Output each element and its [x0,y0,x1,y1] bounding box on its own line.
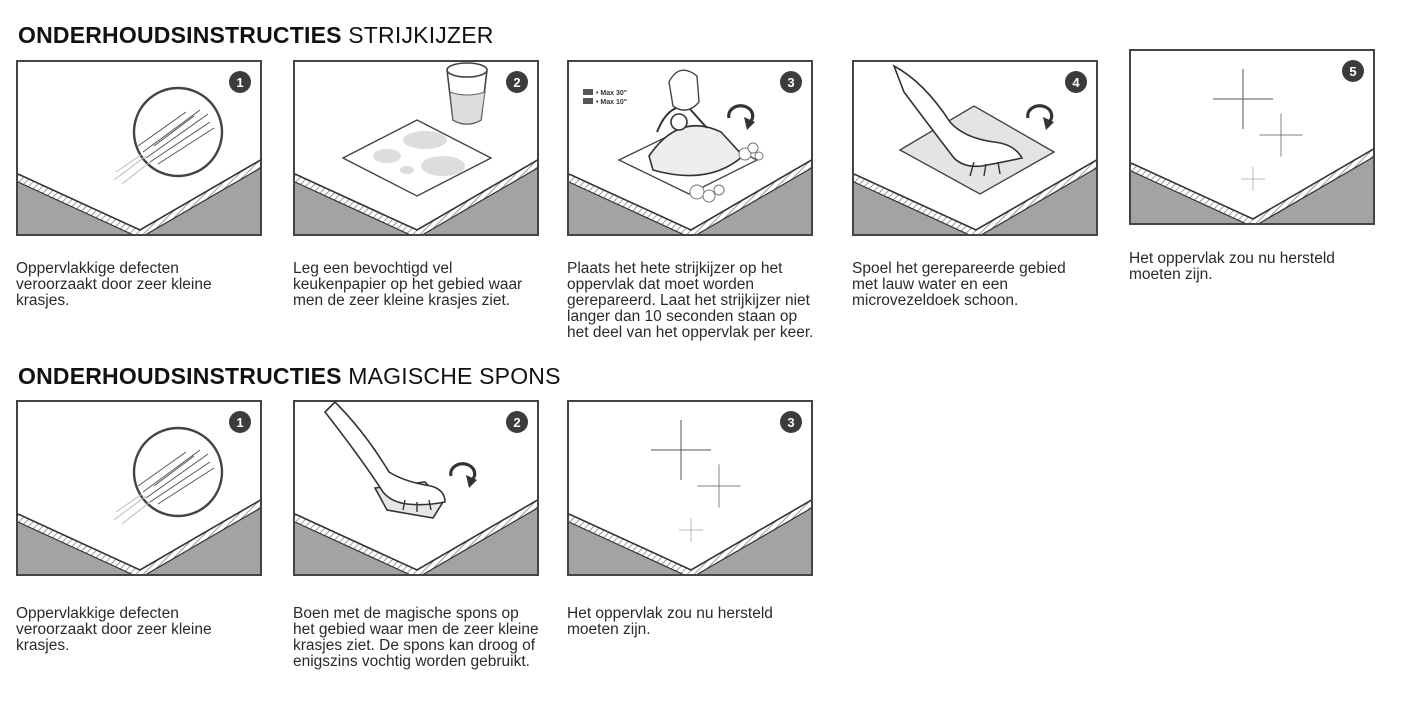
water-glass-icon [295,62,537,234]
sparkle-icon [569,419,811,574]
section-title-strijkijzer: ONDERHOUDSINSTRUCTIES STRIJKIJZER [18,22,494,48]
step-caption: Het oppervlak zou nu hersteld moeten zij… [567,605,773,638]
step-caption: Het oppervlak zou nu hersteld moeten zij… [1129,250,1335,283]
step-caption: Oppervlakkige defecten veroorzaakt door … [16,605,212,654]
sparkle-icon [1131,68,1373,223]
step-number-badge: 2 [506,411,528,433]
section-title-magische-spons: ONDERHOUDSINSTRUCTIES MAGISCHE SPONS [18,363,561,389]
step-number-badge: 3 [780,411,802,433]
step-number-badge: 2 [506,71,528,93]
step-number-badge: 1 [229,71,251,93]
step-caption: Oppervlakkige defecten veroorzaakt door … [16,260,212,309]
step-caption: Leg een bevochtigd vel keukenpapier op h… [293,260,523,309]
step-number-badge: 4 [1065,71,1087,93]
step-panel-3: • Max 30" • Max 10" 3 [567,60,813,236]
scratch-magnifier-icon [18,426,260,574]
step-caption: Spoel het gerepareerde gebied met lauw w… [852,260,1066,309]
step-caption: Boen met de magische spons op het gebied… [293,605,539,670]
sponge-hand-icon [295,402,537,574]
step-number-badge: 3 [780,71,802,93]
step-panel-4: 4 [852,60,1098,236]
step-panel-1: 1 [16,60,262,236]
iron-icon: • Max 30" • Max 10" [569,69,811,234]
step-caption: Plaats het hete strijkijzer op het opper… [567,260,814,341]
step-panel-2: 2 [293,400,539,576]
timer-label: • Max 30" [596,90,627,97]
scratch-magnifier-icon [18,86,260,234]
cloth-hand-icon [854,64,1096,234]
step-number-badge: 1 [229,411,251,433]
step-panel-5: 5 [1129,49,1375,225]
step-panel-2: 2 [293,60,539,236]
timer-label: • Max 10" [596,99,627,106]
step-panel-1: 1 [16,400,262,576]
step-panel-3: 3 [567,400,813,576]
step-number-badge: 5 [1342,60,1364,82]
